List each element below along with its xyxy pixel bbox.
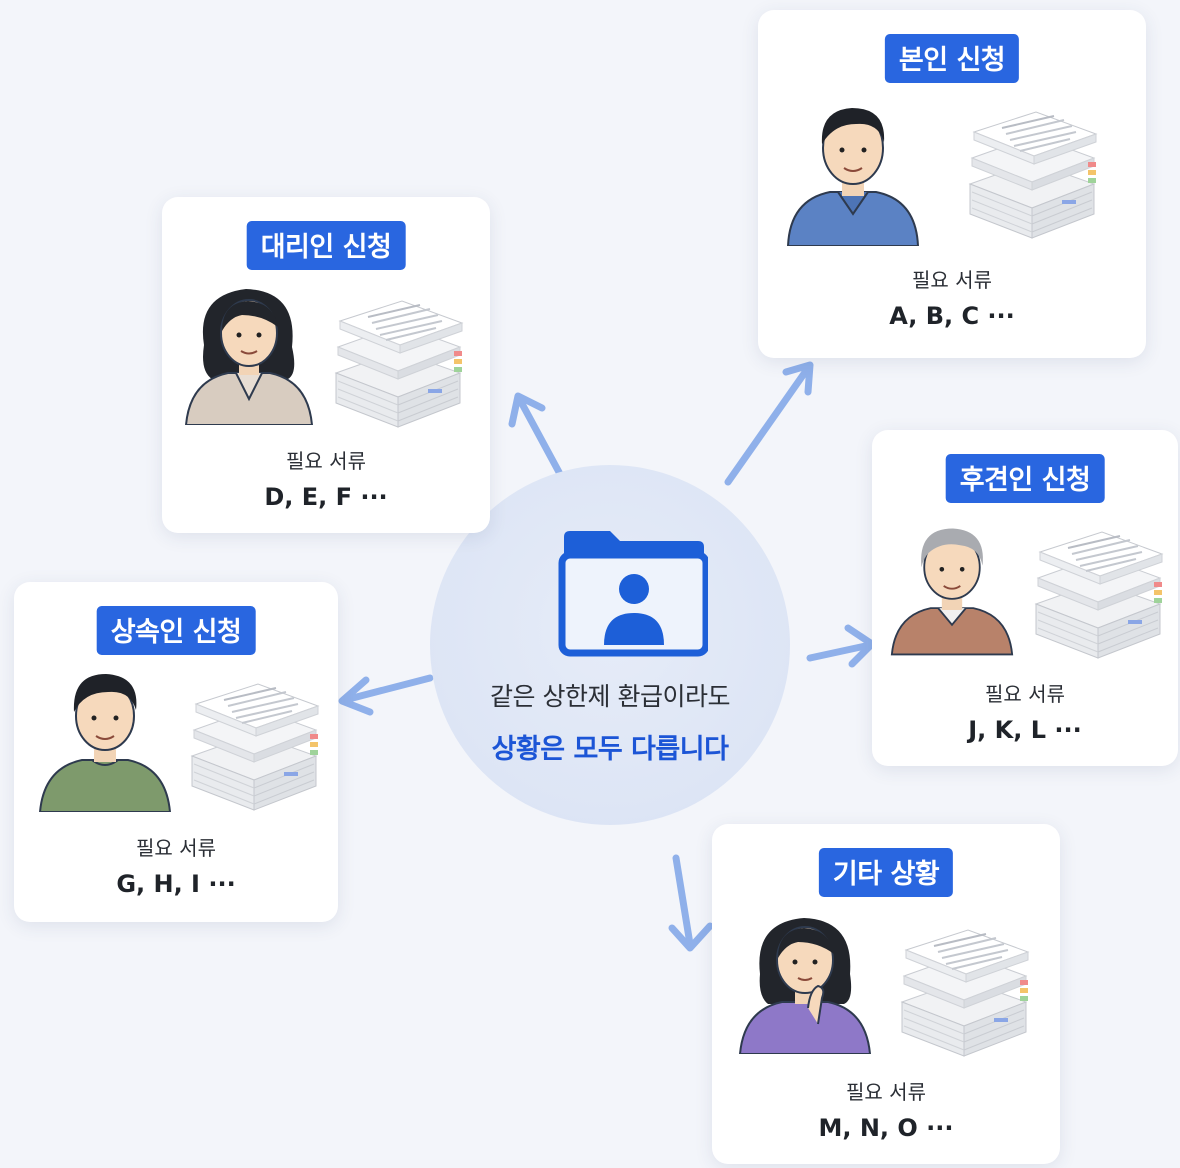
card-heir: 상속인 신청 필요 서류 G, H, I ··· <box>14 582 338 922</box>
card-title: 본인 신청 <box>884 34 1020 83</box>
card-agent: 대리인 신청 필요 서류 D, E, F ··· <box>162 197 490 533</box>
man-green-sweater-icon <box>38 674 172 812</box>
arrow-to-other <box>668 854 714 952</box>
required-docs-list: M, N, O ··· <box>818 1114 954 1142</box>
document-stack-icon <box>184 678 324 818</box>
arrow-to-self <box>724 361 814 486</box>
center-highlight: 상황은 모두 다릅니다 <box>491 734 729 765</box>
card-title: 대리인 신청 <box>246 221 406 270</box>
card-guardian: 후견인 신청 필요 서류 J, K, L ··· <box>872 430 1178 766</box>
center-caption: 같은 상한제 환급이라도 <box>490 682 730 711</box>
card-title: 상속인 신청 <box>96 606 256 655</box>
required-docs-label: 필요 서류 <box>985 682 1065 706</box>
arrow-to-guardian <box>806 624 876 668</box>
card-self: 본인 신청 필요 서류 A, B, C ··· <box>758 10 1146 358</box>
card-other: 기타 상황 필요 서류 M, N, O ··· <box>712 824 1060 1164</box>
required-docs-list: G, H, I ··· <box>116 870 236 898</box>
document-stack-icon <box>894 924 1034 1064</box>
card-title: 후견인 신청 <box>945 454 1105 503</box>
required-docs-list: D, E, F ··· <box>264 483 388 511</box>
document-stack-icon <box>328 295 468 435</box>
card-title: 기타 상황 <box>818 848 954 897</box>
man-blue-shirt-icon <box>786 108 920 246</box>
document-stack-icon <box>962 106 1102 246</box>
elderly-man-icon <box>890 528 1014 656</box>
required-docs-list: J, K, L ··· <box>968 716 1082 744</box>
required-docs-label: 필요 서류 <box>912 268 992 292</box>
required-docs-label: 필요 서류 <box>846 1080 926 1104</box>
folder-person-icon <box>558 531 708 657</box>
required-docs-label: 필요 서류 <box>286 449 366 473</box>
required-docs-list: A, B, C ··· <box>889 302 1015 330</box>
center-circle: 같은 상한제 환급이라도 상황은 모두 다릅니다 <box>430 465 790 825</box>
arrow-to-agent <box>508 392 564 478</box>
woman-thinking-icon <box>738 918 872 1054</box>
woman-beige-icon <box>184 289 314 425</box>
required-docs-label: 필요 서류 <box>136 836 216 860</box>
arrow-to-heir <box>338 674 434 716</box>
document-stack-icon <box>1028 526 1168 666</box>
